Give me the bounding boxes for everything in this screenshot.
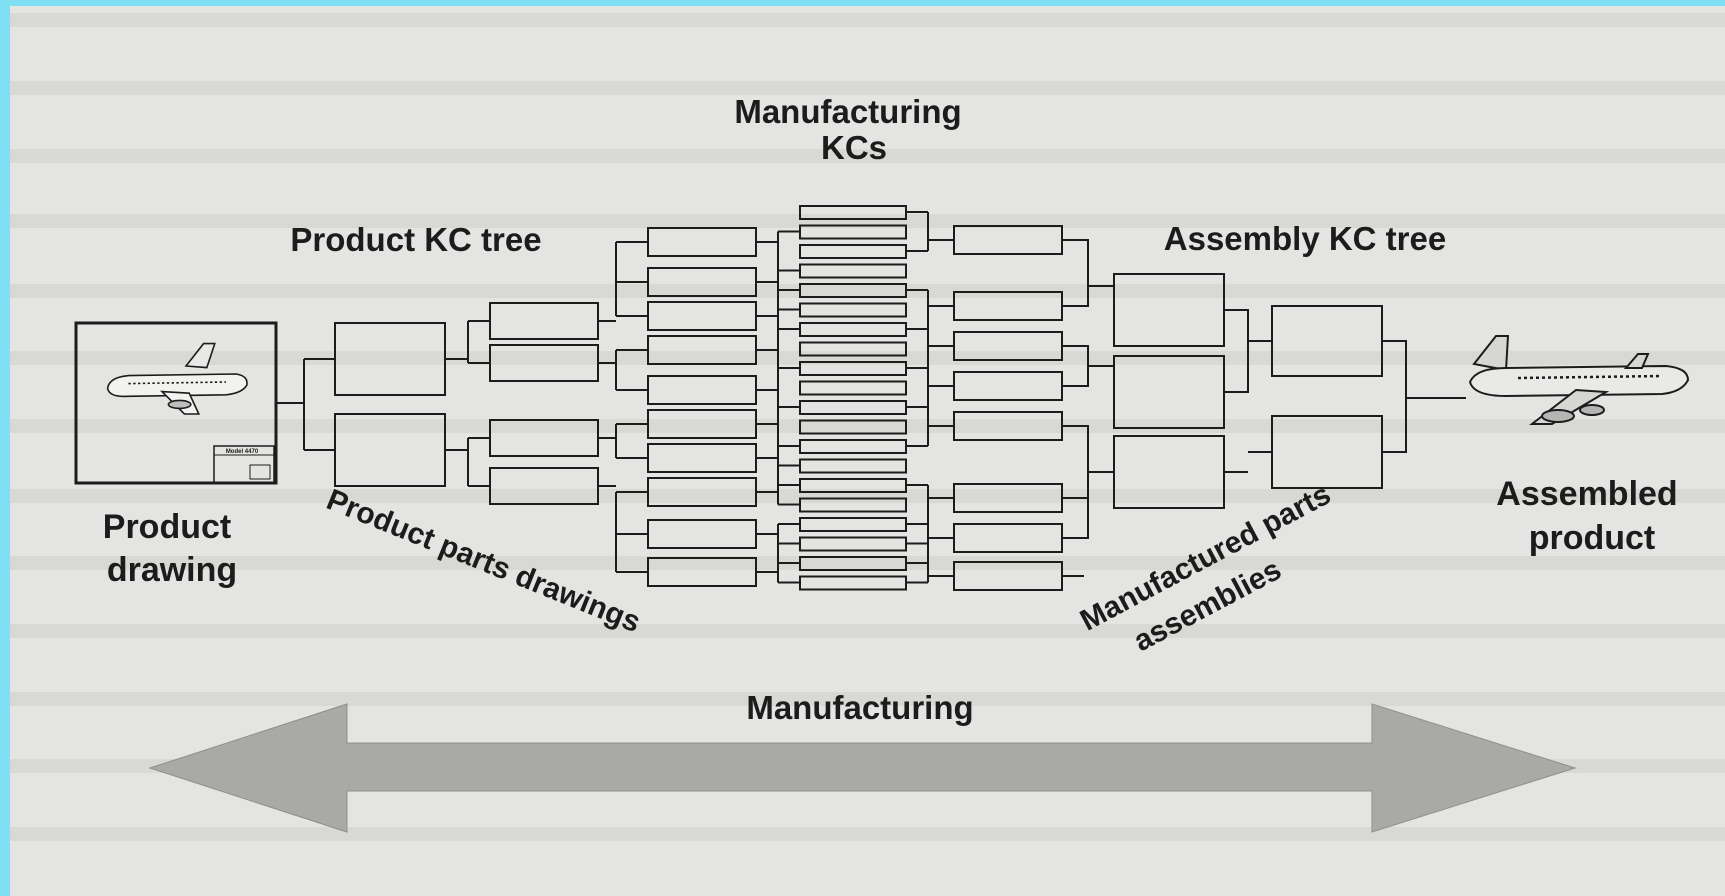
double-arrow-icon bbox=[148, 703, 1577, 833]
manufacturing-kc-box bbox=[799, 400, 907, 415]
product-part-box bbox=[647, 443, 757, 473]
connector bbox=[598, 485, 648, 573]
connector bbox=[756, 230, 800, 272]
manufacturing-kcs-label-line2: KCs bbox=[821, 129, 887, 166]
connector bbox=[598, 349, 648, 391]
manufacturing-kc-box bbox=[799, 517, 907, 532]
connector bbox=[598, 423, 648, 459]
manufacturing-kc-box bbox=[799, 302, 907, 318]
connector bbox=[445, 437, 490, 487]
manufacturing-kc-box bbox=[799, 536, 907, 552]
connector bbox=[756, 406, 800, 447]
connector bbox=[756, 464, 800, 506]
assembly-box bbox=[1113, 355, 1225, 429]
manufacturing-kc-box bbox=[799, 458, 907, 474]
manufacturing-kc-box bbox=[799, 341, 907, 357]
connector bbox=[756, 367, 800, 408]
connector bbox=[598, 241, 648, 322]
product-kc-box bbox=[489, 302, 599, 340]
connector bbox=[756, 542, 800, 584]
product-part-box bbox=[647, 301, 757, 331]
manufacturing-kcs-label-line1: Manufacturing bbox=[734, 93, 961, 130]
connector bbox=[276, 358, 335, 451]
product-part-box bbox=[647, 375, 757, 405]
manufacturing-kc-box bbox=[799, 322, 907, 337]
manufactured-part-box bbox=[953, 523, 1063, 553]
product-kc-tree-label: Product KC tree bbox=[290, 221, 541, 258]
manufacturing-kc-box bbox=[799, 380, 907, 396]
airplane-drawing-icon bbox=[106, 342, 248, 415]
drawing-title-block: Model 4470 bbox=[226, 449, 259, 455]
manufacturing-kc-box bbox=[799, 439, 907, 454]
manufacturing-axis-label: Manufacturing bbox=[746, 689, 973, 726]
manufacturing-kc-box bbox=[799, 419, 907, 435]
connector bbox=[1224, 309, 1272, 393]
product-drawing-label-line2: drawing bbox=[107, 551, 237, 589]
connector bbox=[1224, 451, 1272, 473]
connector bbox=[906, 367, 1084, 408]
connector bbox=[1382, 340, 1466, 453]
product-drawing-label-line1: Product bbox=[103, 508, 231, 546]
assembled-product-label-line1: Assembled bbox=[1496, 475, 1677, 513]
connector bbox=[1062, 239, 1114, 387]
manufacturing-kc-box bbox=[799, 244, 907, 259]
connector bbox=[906, 542, 1084, 584]
manufactured-part-box bbox=[953, 371, 1063, 401]
connector bbox=[1062, 425, 1114, 539]
manufactured-part-box bbox=[953, 225, 1063, 255]
scanned-page: Model 4470 Manufacturing KCs Product KC … bbox=[10, 6, 1725, 896]
assembled-product-label-line2: product bbox=[1529, 519, 1656, 557]
product-part-box bbox=[647, 519, 757, 549]
assembly-box bbox=[1271, 305, 1383, 377]
manufacturing-kc-box bbox=[799, 263, 907, 279]
airplane-assembled-icon bbox=[1468, 335, 1690, 425]
connector bbox=[445, 320, 490, 364]
connector bbox=[756, 328, 800, 369]
product-drawing-frame bbox=[74, 321, 278, 485]
kc-flow-diagram: Model 4470 Manufacturing KCs Product KC … bbox=[10, 13, 1725, 841]
manufacturing-kc-box bbox=[799, 575, 907, 591]
product-part-box bbox=[647, 227, 757, 257]
assembly-kc-tree-label: Assembly KC tree bbox=[1164, 220, 1446, 257]
connector bbox=[756, 289, 800, 330]
